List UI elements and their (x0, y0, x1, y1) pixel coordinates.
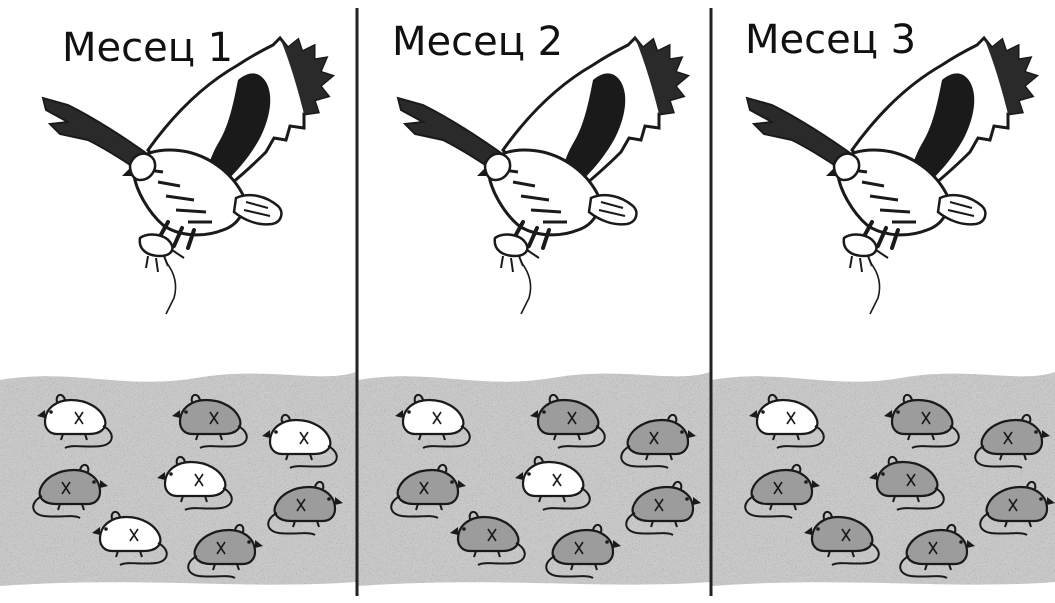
panel-title-month-3: Месец 3 (745, 16, 916, 64)
panel-3 (712, 38, 1055, 586)
panel-title-month-1: Месец 1 (62, 24, 233, 72)
panel-1 (0, 38, 356, 586)
eagle-icon (43, 38, 332, 314)
panel-title-month-2: Месец 2 (392, 18, 563, 66)
eagle-icon (747, 38, 1036, 314)
eagle-icon (398, 38, 687, 314)
panel-2 (358, 38, 710, 586)
